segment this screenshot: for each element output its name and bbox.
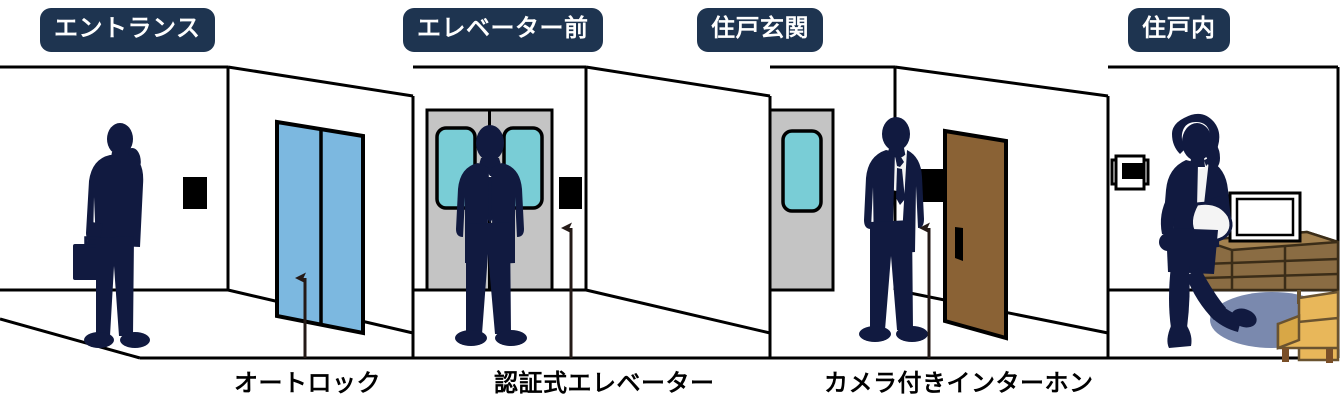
scene-entrance [0, 65, 415, 360]
armchair [1276, 290, 1340, 363]
elevator-doors-partial [768, 108, 835, 292]
scene-elevator-front [413, 65, 772, 360]
zone-badge-entrance: エントランス [40, 8, 215, 52]
zone-badge-dwelling-inside: 住戸内 [1128, 8, 1230, 52]
figure-businessman-side [859, 117, 928, 342]
caption-camera-intercom: カメラ付きインターホン [824, 370, 1094, 397]
figure-businessman-standing [455, 125, 527, 346]
scene-dwelling-inside [1108, 65, 1340, 363]
apartment-wood-door[interactable] [943, 128, 1008, 341]
zone-badge-elevator-front: エレベーター前 [403, 8, 603, 52]
indoor-intercom-monitor[interactable] [1110, 154, 1150, 191]
scene-dwelling-entry [768, 65, 1110, 360]
card-reader-panel[interactable] [183, 177, 207, 209]
picture-frame [1228, 191, 1302, 243]
auto-lock-door[interactable] [275, 119, 365, 336]
figure-businesswoman [1159, 113, 1257, 348]
zone-badge-dwelling-entry: 住戸玄関 [697, 8, 823, 52]
elevator-auth-panel[interactable] [559, 177, 582, 209]
figure-businessman-on-phone [73, 123, 150, 348]
intercom-panel[interactable] [919, 169, 944, 202]
caption-auto-lock: オートロック [234, 370, 381, 397]
caption-auth-elevator: 認証式エレベーター [494, 370, 715, 397]
